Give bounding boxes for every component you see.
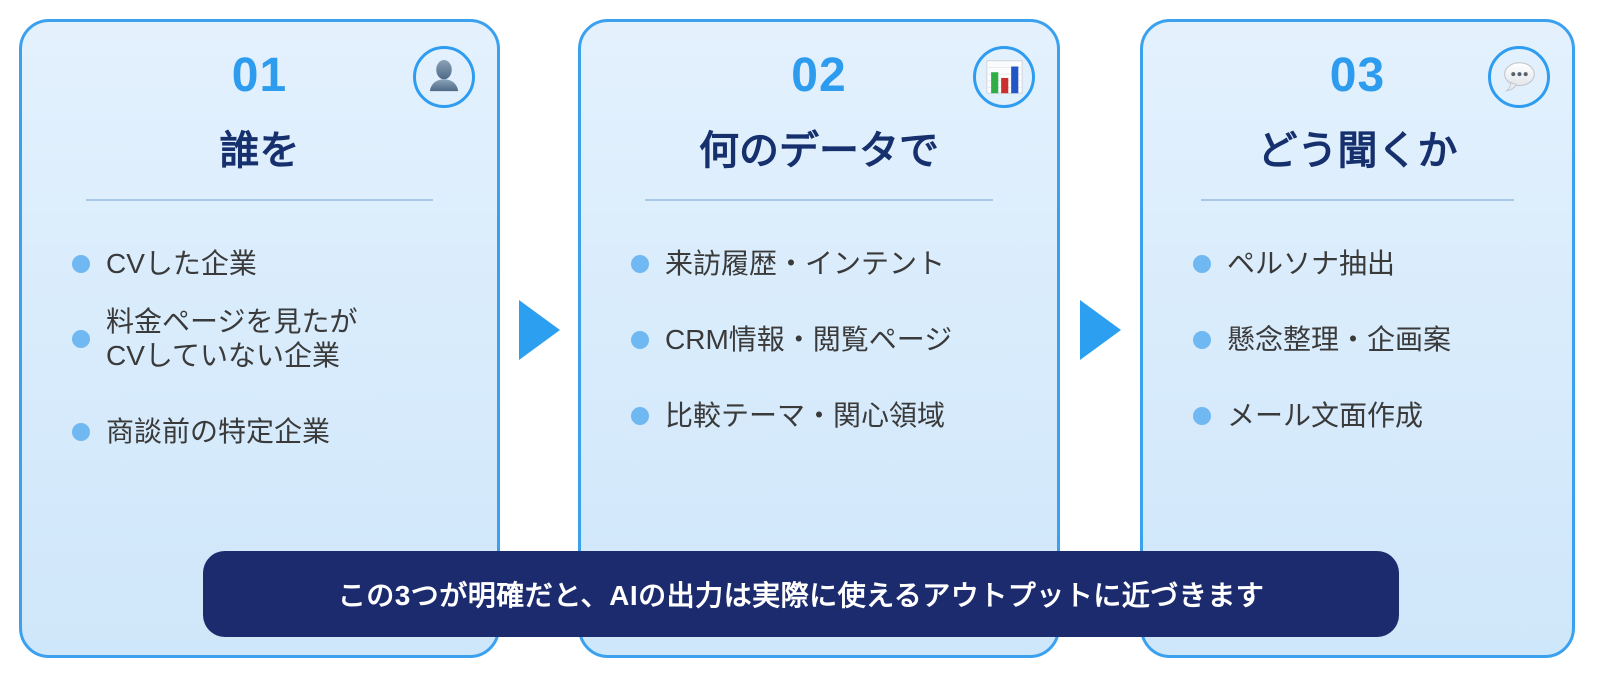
list-item: 比較テーマ・関心領域 — [631, 399, 1037, 433]
list-item: CVした企業 — [72, 247, 477, 281]
card-number: 03 — [1329, 49, 1386, 102]
item-text: 商談前の特定企業 — [106, 416, 331, 447]
bullet-dot-icon — [1193, 407, 1211, 425]
item-text: 懸念整理・企画案 — [1227, 324, 1452, 355]
arrow-right-icon — [519, 300, 560, 360]
divider — [86, 199, 433, 201]
item-text: CVした企業 — [106, 248, 257, 279]
speech-bubble-icon-glyph — [1504, 62, 1535, 92]
bullet-dot-icon — [72, 423, 90, 441]
bullet-dot-icon — [631, 331, 649, 349]
bullet-dot-icon — [1193, 331, 1211, 349]
arrow-right-icon — [1080, 300, 1121, 360]
card-number: 02 — [791, 49, 847, 102]
speech-bubble-icon — [1488, 46, 1550, 108]
list-item: メール文面作成 — [1193, 399, 1552, 433]
bullet-dot-icon — [72, 330, 90, 348]
card-title: どう聞くか — [1257, 129, 1458, 173]
divider — [1200, 199, 1515, 201]
bullet-list: 来訪履歴・インテント CRM情報・閲覧ページ 比較テーマ・関心領域 — [581, 247, 1057, 433]
list-item: 料金ページを見たが CVしていない企業 — [72, 305, 477, 373]
card-number: 01 — [231, 49, 288, 102]
bullet-dot-icon — [631, 255, 649, 273]
card-title: 何のデータで — [699, 129, 939, 173]
list-item: CRM情報・閲覧ページ — [631, 323, 1037, 357]
bullet-list: CVした企業 料金ページを見たが CVしていない企業 商談前の特定企業 — [22, 247, 497, 449]
divider — [645, 199, 993, 201]
footer-banner: この3つが明確だと、AIの出力は実際に使えるアウトプットに近づきます — [203, 551, 1399, 637]
person-icon-glyph — [429, 59, 459, 92]
bullet-list: ペルソナ抽出 懸念整理・企画案 メール文面作成 — [1143, 247, 1572, 433]
item-text: 比較テーマ・関心領域 — [665, 400, 946, 431]
bullet-dot-icon — [1193, 255, 1211, 273]
card-title: 誰を — [219, 129, 300, 173]
list-item: 来訪履歴・インテント — [631, 247, 1037, 281]
list-item: 商談前の特定企業 — [72, 415, 477, 449]
banner-text: この3つが明確だと、AIの出力は実際に使えるアウトプットに近づきます — [337, 580, 1265, 611]
item-text: メール文面作成 — [1227, 400, 1424, 431]
bar-chart-icon — [973, 46, 1035, 108]
list-item: 懸念整理・企画案 — [1193, 323, 1552, 357]
person-icon — [413, 46, 475, 108]
list-item: ペルソナ抽出 — [1193, 247, 1552, 281]
bullet-dot-icon — [631, 407, 649, 425]
item-text: 来訪履歴・インテント — [665, 248, 946, 279]
item-text: CRM情報・閲覧ページ — [665, 324, 953, 355]
bar-chart-icon-glyph — [986, 60, 1023, 94]
item-text: 料金ページを見たが CVしていない企業 — [106, 306, 358, 371]
item-text: ペルソナ抽出 — [1227, 248, 1396, 279]
bullet-dot-icon — [72, 255, 90, 273]
